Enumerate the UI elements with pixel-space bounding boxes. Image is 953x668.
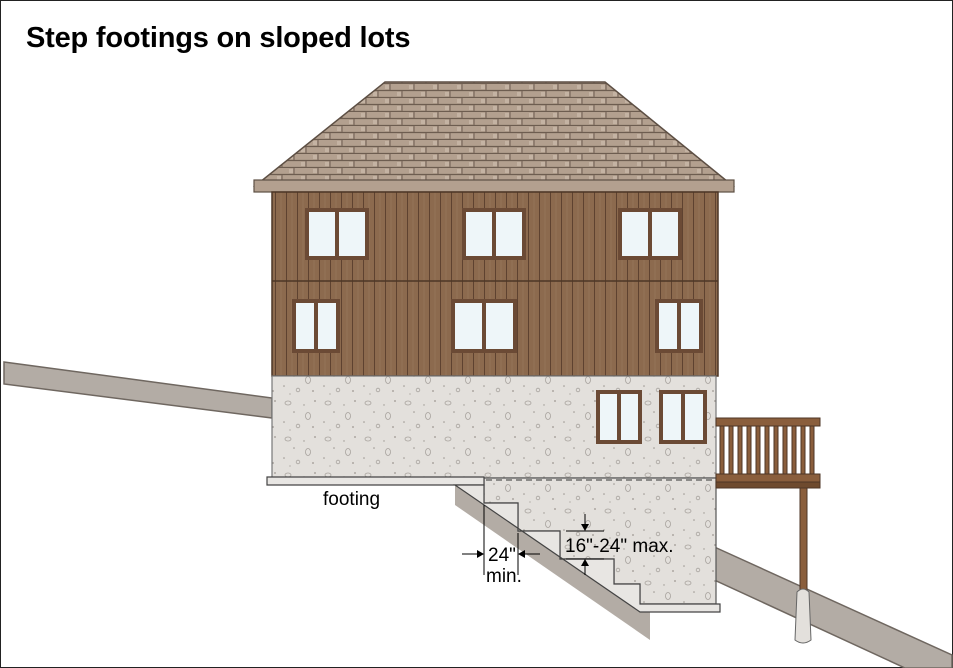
diagram-title: Step footings on sloped lots (26, 22, 411, 54)
ground-slope-footing (455, 480, 650, 640)
step-width-value: 24" (488, 545, 516, 566)
window-middle-center (451, 299, 517, 353)
stepped-footing-slab (453, 484, 721, 613)
deck-baluster (719, 425, 725, 475)
window-middle-left (292, 299, 340, 353)
deck-baluster (728, 425, 734, 475)
deck-baluster (791, 425, 797, 475)
window-basement-left (596, 390, 642, 444)
window-upper-left (305, 208, 369, 260)
roof (252, 81, 736, 187)
deck-baluster (782, 425, 788, 475)
arrow-icon (581, 559, 589, 566)
arrow-icon (477, 550, 484, 558)
step-width-qualifier: min. (486, 566, 522, 587)
deck-baluster (773, 425, 779, 475)
step-height-label: 16"-24" max. (565, 536, 674, 557)
window-upper-right (618, 208, 682, 260)
deck-baluster (809, 425, 815, 475)
ground-slope-left (3, 361, 273, 419)
window-upper-center (462, 208, 526, 260)
window-middle-right (655, 299, 703, 353)
footing-label: footing (323, 489, 380, 510)
deck-baluster (800, 425, 806, 475)
arrow-icon (581, 524, 589, 531)
deck (715, 417, 821, 644)
deck-baluster (764, 425, 770, 475)
deck-baluster (746, 425, 752, 475)
roof-eave (253, 179, 735, 193)
foundation-wall (271, 375, 717, 479)
step-width-dimension: 24" min. (462, 505, 540, 587)
upper-footing (266, 476, 485, 486)
arrow-icon (518, 550, 525, 558)
deck-baluster (737, 425, 743, 475)
deck-baluster (755, 425, 761, 475)
window-basement-right (659, 390, 707, 444)
ground-slope-right (709, 543, 953, 668)
step-height-dimension: 16"-24" max. (565, 514, 674, 575)
